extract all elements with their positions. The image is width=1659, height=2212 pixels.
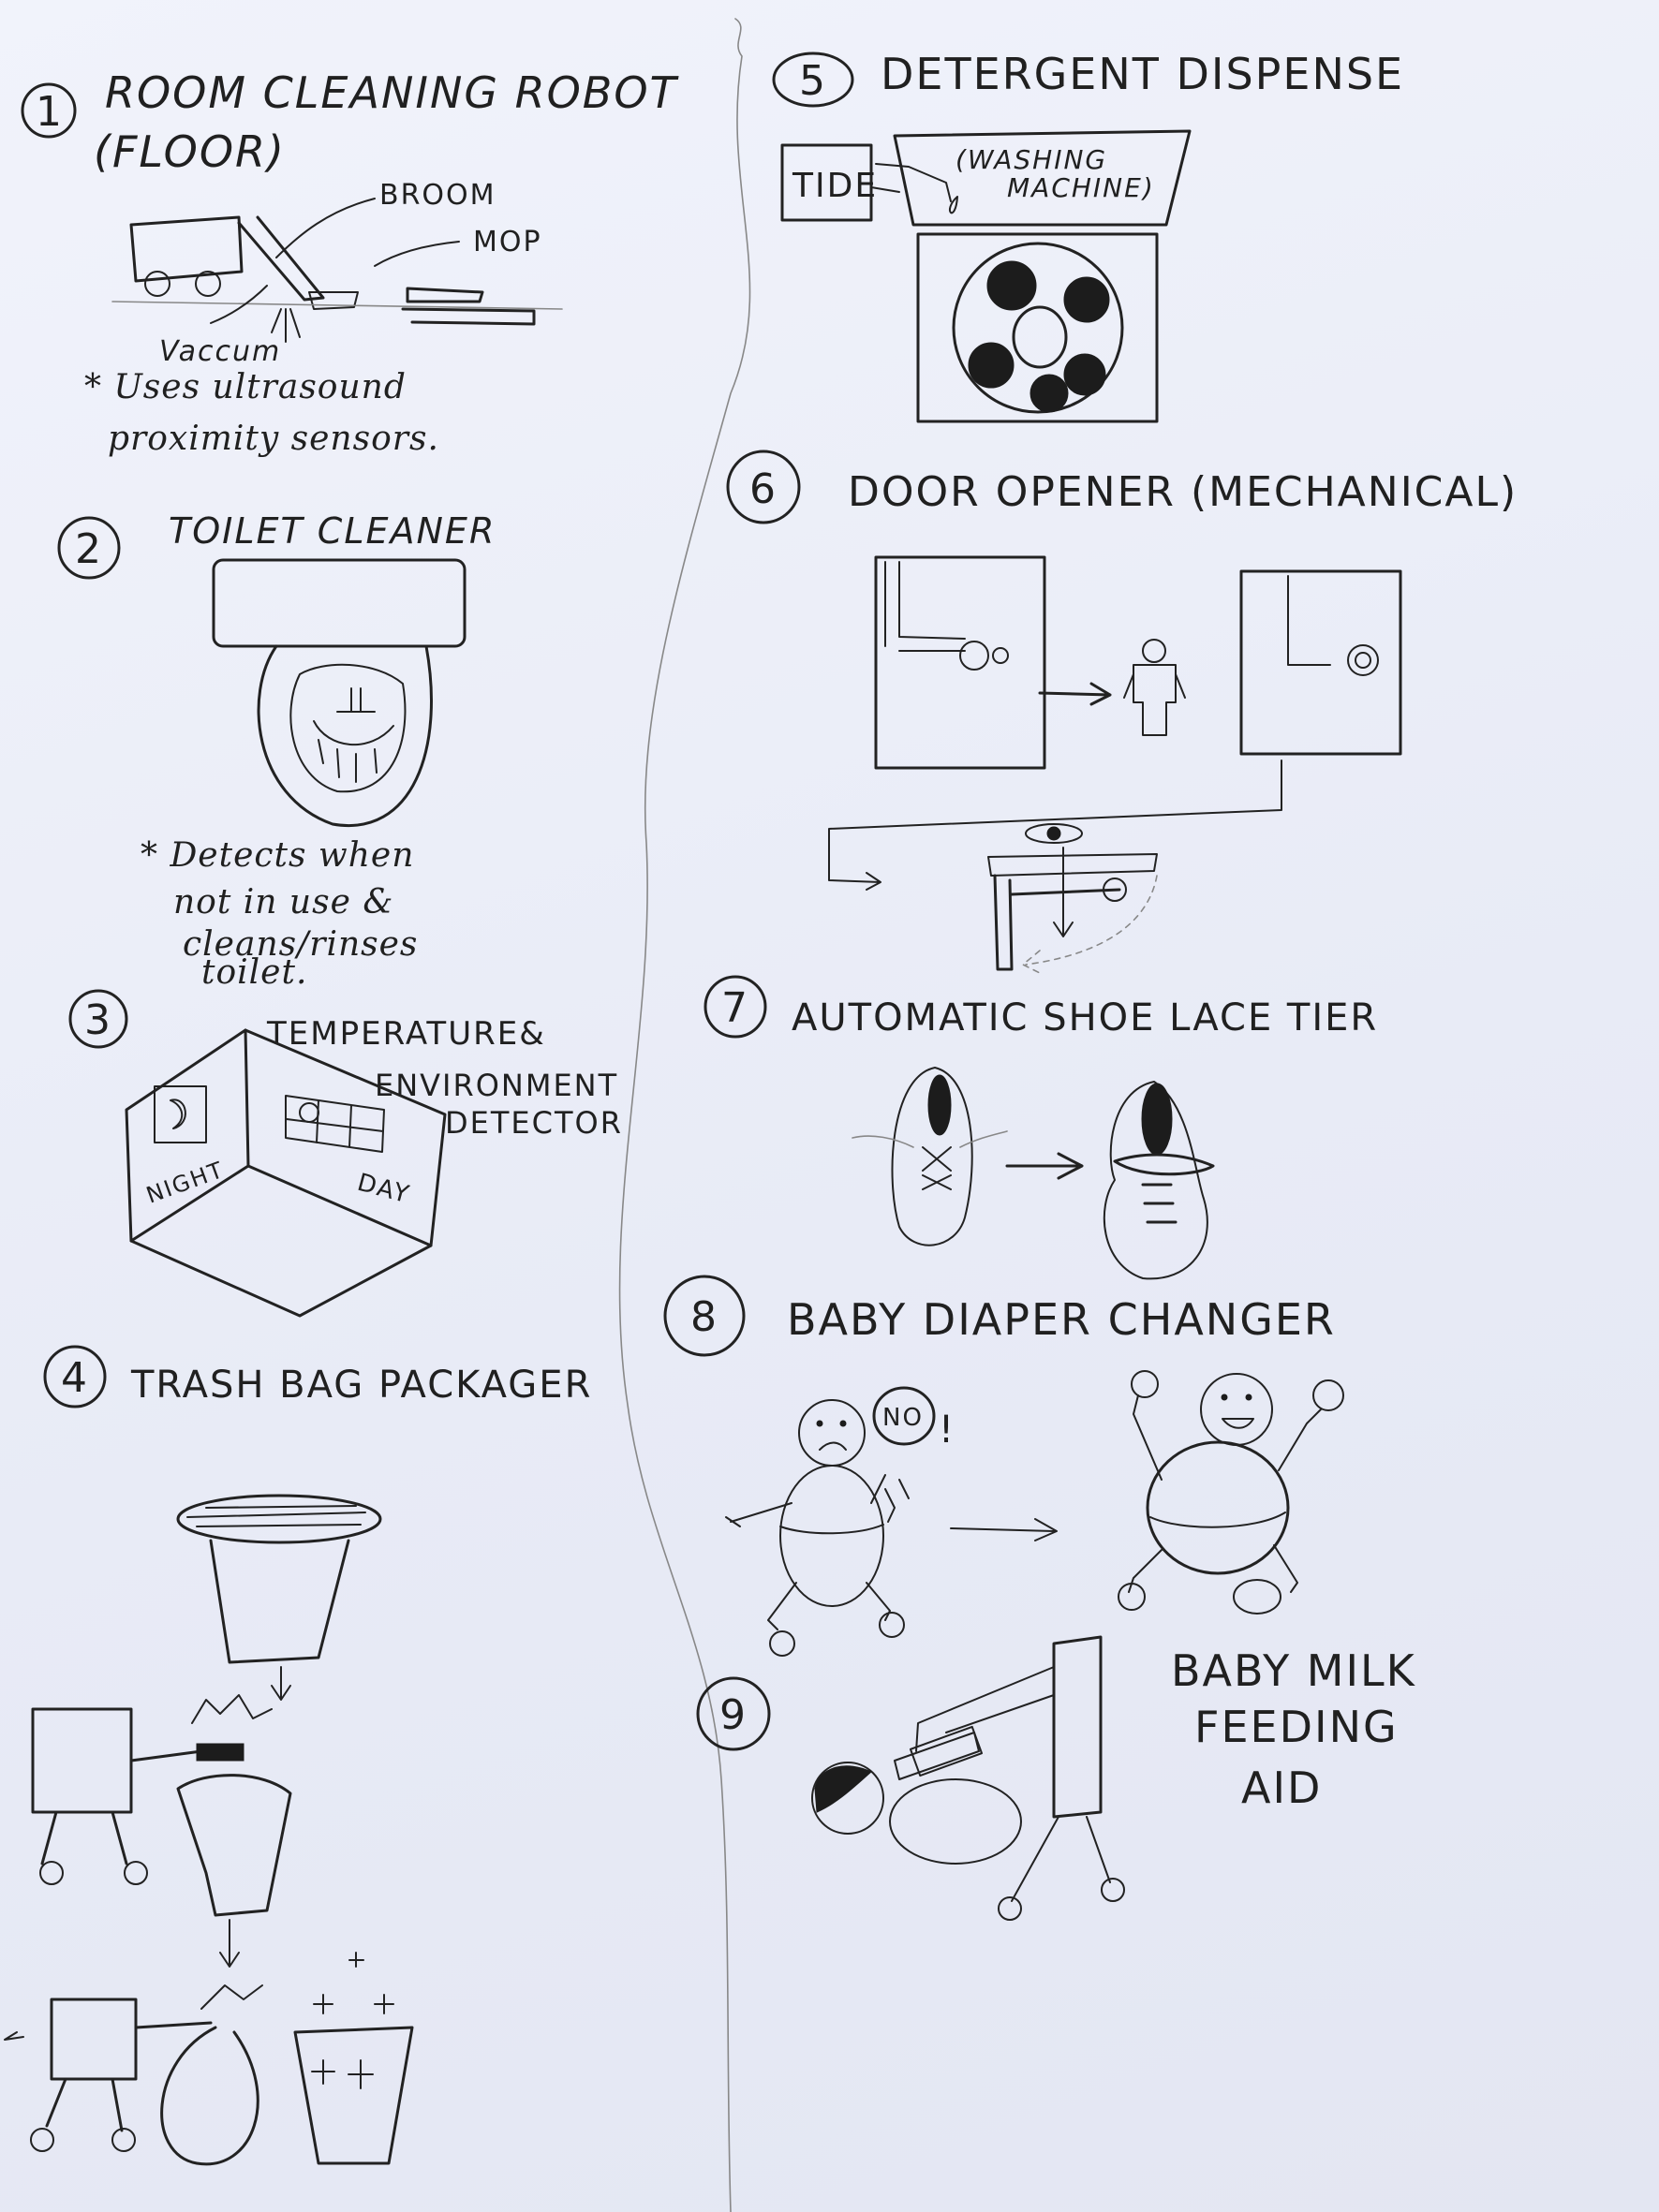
idea-9-title-line-2: FEEDING <box>1194 1702 1399 1752</box>
label-night: NIGHT <box>142 1157 228 1209</box>
feeding-aid-drawing <box>811 1635 1125 1921</box>
idea-3-title-line-1: TEMPERATURE& <box>266 1015 546 1053</box>
label-tide: TIDE <box>792 167 878 205</box>
idea-8-number: 8 <box>690 1293 718 1341</box>
label-mop: MOP <box>473 226 542 258</box>
idea-3-temperature-detector: 3 TEMPERATURE& ENVIRONMENT DETECTOR NIGH… <box>68 989 623 1318</box>
label-day: DAY <box>354 1169 413 1210</box>
idea-1-title: ROOM CLEANING ROBOT <box>105 67 680 118</box>
idea-5-detergent-dispense: 5 DETERGENT DISPENSE TIDE (WASHING MACHI… <box>772 49 1404 423</box>
idea-1-number-circle <box>21 82 77 139</box>
shoe-lace-drawing <box>852 1067 1215 1280</box>
speech-no: NO <box>882 1404 924 1432</box>
idea-9-number: 9 <box>719 1691 748 1739</box>
idea-3-title-line-2: ENVIRONMENT <box>375 1068 618 1103</box>
idea-8-number-circle <box>663 1275 746 1357</box>
idea-5-number-circle <box>772 52 854 108</box>
speech-exclaim: ! <box>939 1408 955 1452</box>
idea-9-number-circle <box>696 1676 771 1751</box>
idea-6-number-circle <box>726 450 801 524</box>
room-drawing <box>125 1028 447 1318</box>
idea-2-title: TOILET CLEANER <box>169 510 496 552</box>
arrow-to-happy <box>950 1518 1058 1541</box>
idea-5-title: DETERGENT DISPENSE <box>881 49 1404 99</box>
idea-2-number-circle <box>57 516 121 580</box>
idea-1-note-line-1: * Uses ultrasound <box>84 368 407 406</box>
door-opener-drawing <box>828 555 1402 975</box>
idea-8-title: BABY DIAPER CHANGER <box>787 1294 1336 1345</box>
idea-9-baby-milk-feeding-aid: 9 BABY MILK FEEDING AID <box>696 1635 1416 1921</box>
crying-baby-drawing <box>725 1386 936 1657</box>
idea-2-number: 2 <box>75 525 103 573</box>
idea-3-title-line-3: DETECTOR <box>445 1105 623 1141</box>
idea-4-number: 4 <box>61 1354 89 1402</box>
washing-machine-drawing <box>780 129 1192 423</box>
robot-drawing <box>111 198 563 343</box>
idea-8-baby-diaper-changer: 8 BABY DIAPER CHANGER NO ! <box>663 1275 1344 1657</box>
idea-6-door-opener: 6 DOOR OPENER (MECHANICAL) <box>726 450 1518 975</box>
happy-baby-drawing <box>1118 1370 1344 1615</box>
idea-7-number-circle <box>704 975 767 1039</box>
toilet-drawing <box>212 558 467 827</box>
idea-4-trash-bag-packager: 4 TRASH BAG PACKAGER <box>4 1345 592 2166</box>
idea-6-title: DOOR OPENER (MECHANICAL) <box>848 468 1518 516</box>
idea-1-room-cleaning-robot: 1 ROOM CLEANING ROBOT (FLOOR) BROOM MOP … <box>21 67 680 458</box>
idea-9-title-line-3: AID <box>1241 1762 1322 1813</box>
idea-1-note-line-2: proximity sensors. <box>108 420 439 458</box>
idea-2-note-line-3: cleans/rinses <box>183 925 418 964</box>
idea-7-number: 7 <box>721 984 749 1032</box>
idea-7-shoe-lace-tier: 7 AUTOMATIC SHOE LACE TIER <box>704 975 1378 1280</box>
idea-7-title: AUTOMATIC SHOE LACE TIER <box>792 996 1378 1040</box>
idea-2-toilet-cleaner: 2 TOILET CLEANER * Detects when not in u… <box>57 510 496 992</box>
idea-4-number-circle <box>43 1345 107 1408</box>
label-washing-line-2: MACHINE) <box>1007 172 1155 203</box>
idea-6-number: 6 <box>749 465 778 513</box>
idea-4-title: TRASH BAG PACKAGER <box>130 1364 592 1407</box>
trash-packager-drawing <box>4 1494 414 2166</box>
label-broom: BROOM <box>379 179 496 212</box>
idea-1-number: 1 <box>36 88 64 136</box>
label-vacuum: Vaccum <box>159 335 281 368</box>
idea-2-note-line-4: toilet. <box>201 953 307 992</box>
idea-3-number: 3 <box>84 996 112 1044</box>
idea-1-subtitle: (FLOOR) <box>94 126 286 177</box>
idea-9-title-line-1: BABY MILK <box>1171 1645 1416 1696</box>
idea-2-note-line-1: * Detects when <box>141 836 414 875</box>
idea-5-number: 5 <box>799 57 827 105</box>
column-divider <box>618 18 751 2212</box>
label-washing-line-1: (WASHING <box>955 144 1107 175</box>
idea-3-number-circle <box>68 989 128 1049</box>
idea-2-note-line-2: not in use & <box>173 883 393 922</box>
